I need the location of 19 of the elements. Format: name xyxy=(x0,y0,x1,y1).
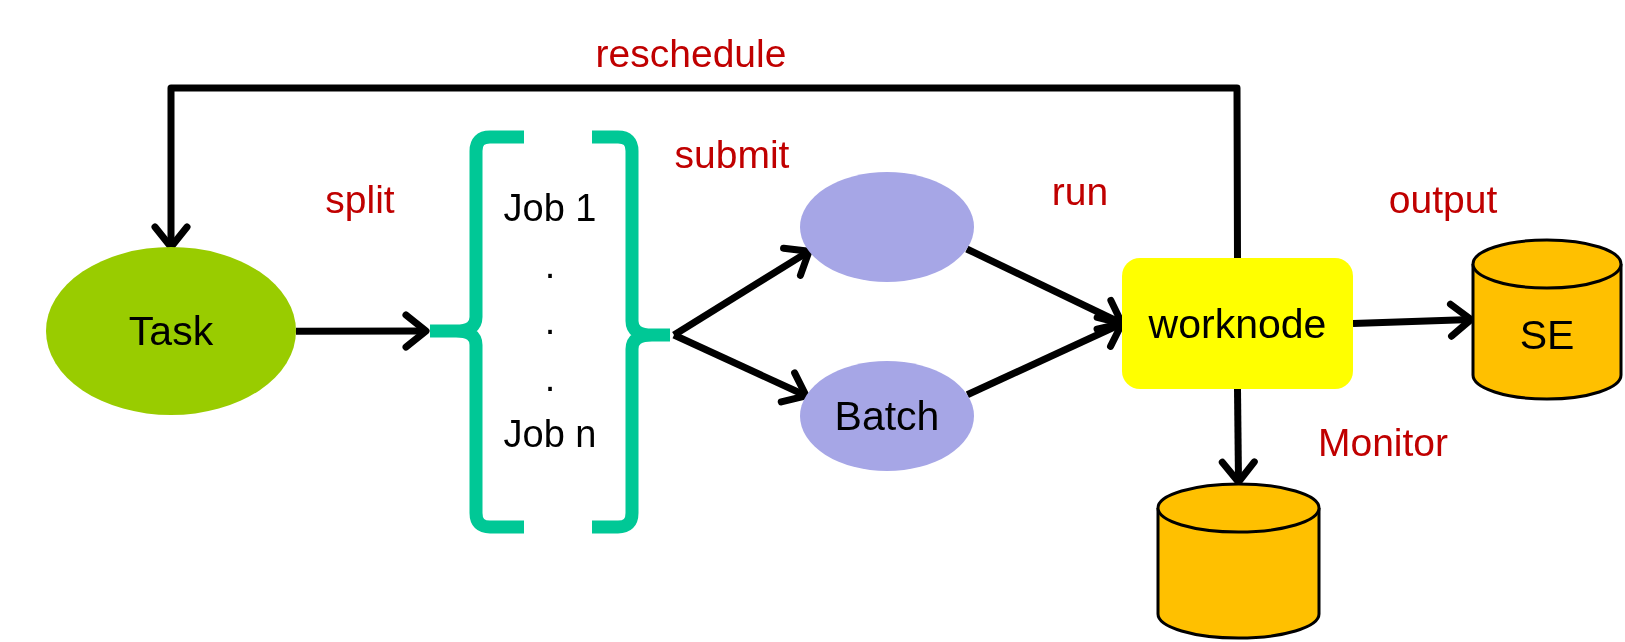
ellipse-node xyxy=(800,172,974,282)
node-label: . xyxy=(544,242,556,287)
process-box xyxy=(1122,258,1353,389)
node-label: Batch xyxy=(834,392,940,440)
arrow xyxy=(151,84,1241,258)
node-label: . xyxy=(544,355,556,400)
node-label: Task xyxy=(128,307,214,355)
node-label: Job n xyxy=(503,412,597,456)
ellipse-node xyxy=(800,361,974,471)
arrow xyxy=(1352,300,1475,340)
node-label: SE xyxy=(1519,310,1575,359)
database-cylinder xyxy=(1156,482,1321,640)
node-label: Job 1 xyxy=(503,186,597,230)
arrow xyxy=(672,331,810,406)
node-label: . xyxy=(544,299,556,343)
database-cylinder xyxy=(1471,238,1623,401)
node-label: worknode xyxy=(1148,299,1327,348)
arrow xyxy=(296,311,430,351)
ellipse-node xyxy=(46,247,296,415)
